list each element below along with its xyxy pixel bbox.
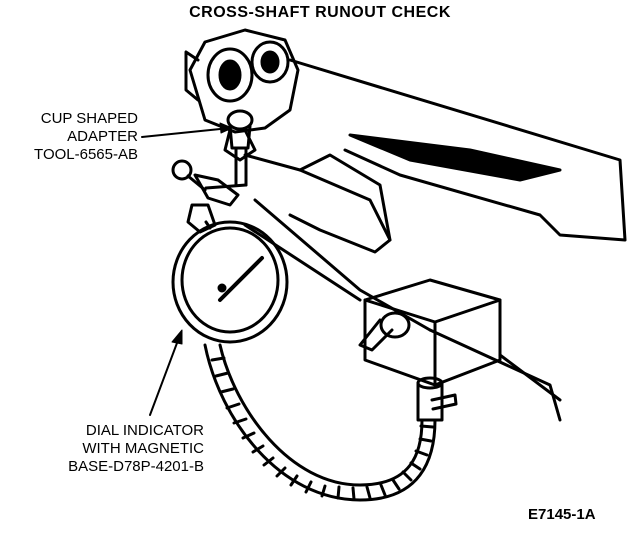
- cup-adapter-label-line-2: ADAPTER: [67, 128, 138, 145]
- flexible-arm: [203, 343, 437, 502]
- indicator-clamp: [171, 159, 248, 234]
- cup-adapter-leader-arrow: [219, 122, 233, 134]
- dial-indicator: [171, 220, 289, 344]
- cup-adapter-leader-line: [141, 127, 231, 138]
- cup-adapter-label: CUP SHAPED ADAPTER TOOL-6565-AB: [4, 110, 138, 164]
- magnetic-base: [358, 278, 502, 422]
- dial-indicator-leader-line: [149, 334, 181, 416]
- figure-number: E7145-1A: [528, 506, 596, 523]
- gear-housing: [243, 58, 627, 422]
- dial-indicator-label-line-2: WITH MAGNETIC: [82, 440, 204, 457]
- dial-indicator-leader-arrow: [171, 329, 183, 345]
- cup-adapter-label-line-3: TOOL-6565-AB: [34, 146, 138, 163]
- diagram-title: CROSS-SHAFT RUNOUT CHECK: [189, 4, 451, 21]
- dial-indicator-label: DIAL INDICATOR WITH MAGNETIC BASE-D78P-4…: [4, 422, 204, 476]
- cross-shaft-yoke: [184, 28, 300, 162]
- cup-adapter-label-line-1: CUP SHAPED: [40, 110, 138, 127]
- dial-indicator-label-line-1: DIAL INDICATOR: [85, 422, 204, 439]
- cup-adapter: [226, 109, 254, 187]
- dial-indicator-label-line-3: BASE-D78P-4201-B: [68, 458, 204, 475]
